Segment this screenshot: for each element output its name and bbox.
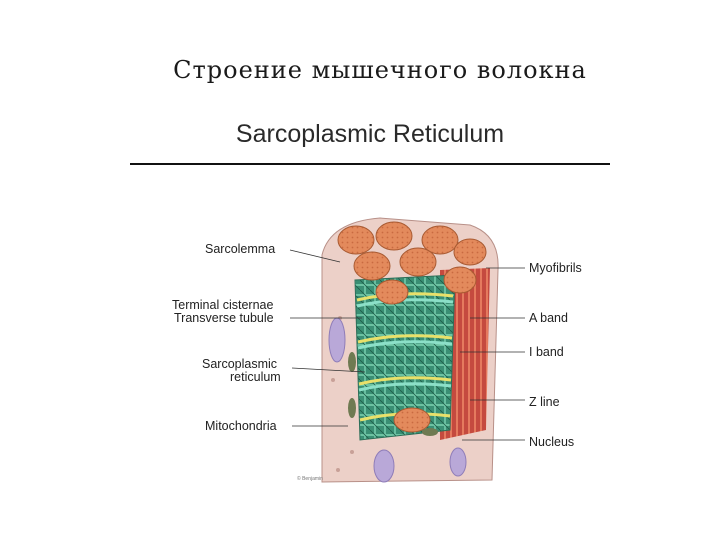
label-sarcoplasmic: Sarcoplasmic [202,357,278,371]
label-transverse-tubule: Transverse tubule [174,311,274,325]
label-i-band: I band [529,345,564,359]
label-mitochondria: Mitochondria [205,419,277,433]
label-terminal-cisternae: Terminal cisternae [172,298,274,312]
slide-title: Строение мышечного волокна [173,56,587,84]
nucleus-shape [449,447,467,477]
label-myofibrils: Myofibrils [529,261,582,275]
label-a-band: A band [529,311,568,325]
image-credit: © Benjamin [297,476,323,482]
myofibril-cross-sections [337,221,487,433]
label-nucleus: Nucleus [529,435,575,449]
label-reticulum: reticulum [230,370,281,384]
figure-title: Sarcoplasmic Reticulum [235,120,505,148]
label-z-line: Z line [529,395,560,409]
nucleus-shape [373,449,395,483]
nucleus-shape [328,317,346,363]
title-underline [130,163,610,165]
label-sarcolemma: Sarcolemma [205,242,276,256]
sarcoplasmic-reticulum-network [354,274,456,441]
